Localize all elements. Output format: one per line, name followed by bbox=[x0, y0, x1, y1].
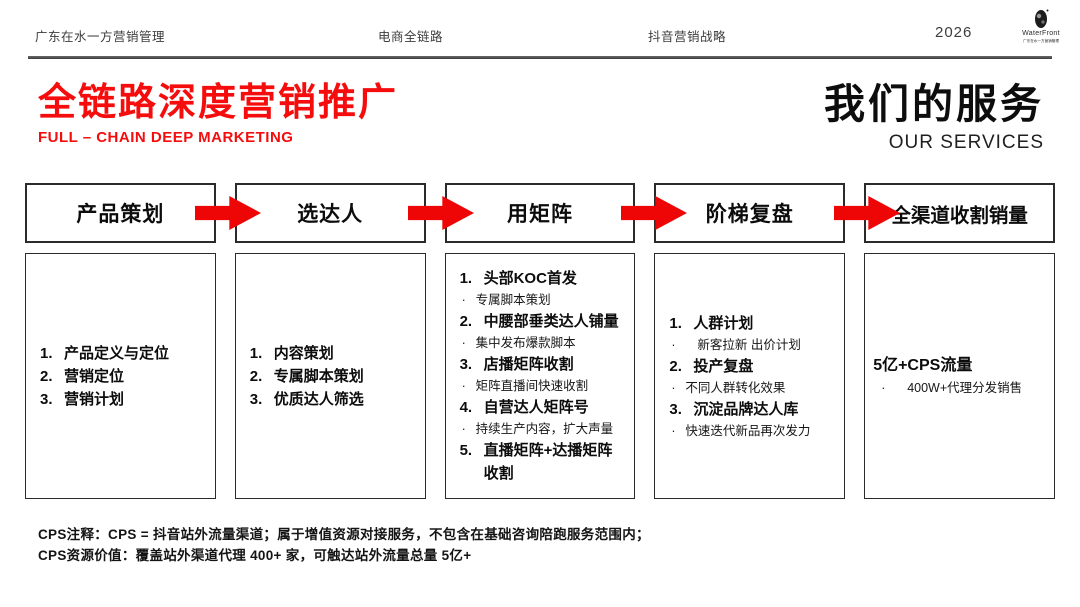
list-item: 2. 中腰部垂类达人铺量 bbox=[459, 313, 619, 330]
stage-body-product-planning: 1. 产品定义与定位 2. 营销定位 3. 营销计划 bbox=[25, 253, 216, 499]
process-flow-bodies: 1. 产品定义与定位 2. 营销定位 3. 营销计划 1. 内容策划 2. 专属… bbox=[25, 253, 1055, 499]
list-item: 1. 内容策划 bbox=[249, 344, 334, 362]
list-subitem: · 专属脚本策划 bbox=[461, 293, 551, 307]
header-topic-douyin: 抖音营销战略 bbox=[648, 30, 727, 44]
list-item: 1. 头部KOC首发 bbox=[459, 270, 577, 287]
footnotes: CPS注释：CPS = 抖音站外流量渠道；属于增值资源对接服务，不包含在基础咨询… bbox=[38, 524, 1050, 566]
company-logo: WaterFront 广东在水一方营销管理 bbox=[1012, 8, 1070, 43]
header-company-name: 广东在水一方营销管理 bbox=[35, 30, 166, 44]
list-item: 2. 专属脚本策划 bbox=[249, 367, 364, 385]
stage-body-select-creators: 1. 内容策划 2. 专属脚本策划 3. 优质达人筛选 bbox=[234, 253, 426, 499]
list-subitem: · 400W+代理分发销售 bbox=[881, 381, 1023, 395]
stage-header-product-planning: 产品策划 bbox=[25, 183, 216, 243]
stage-body-review: 1. 人群计划 · 新客拉新 出价计划 2. 投产复盘 · 不同人群转化效果 3… bbox=[654, 253, 846, 499]
header-topic-ecommerce: 电商全链路 bbox=[378, 30, 444, 44]
list-item: 3. 优质达人筛选 bbox=[249, 390, 364, 408]
services-title: 我们的服务 bbox=[824, 81, 1044, 127]
logo-subtext: 广东在水一方营销管理 bbox=[1023, 38, 1059, 43]
list-item: 3. 沉淀品牌达人库 bbox=[669, 400, 799, 418]
list-item: 2. 投产复盘 bbox=[669, 357, 754, 375]
list-subitem: · 不同人群转化效果 bbox=[671, 380, 786, 395]
stage-body-omnichannel-sales: 5亿+CPS流量 · 400W+代理分发销售 bbox=[864, 253, 1055, 499]
list-item: 5亿+CPS流量 bbox=[873, 357, 973, 374]
stage-body-use-matrix: 1. 头部KOC首发 · 专属脚本策划 2. 中腰部垂类达人铺量 · 集中发布爆… bbox=[444, 253, 636, 499]
list-item: 4. 自营达人矩阵号 bbox=[459, 399, 589, 416]
list-item: 1. 人群计划 bbox=[669, 314, 754, 332]
list-item: 3. 营销计划 bbox=[40, 390, 125, 408]
list-subitem: · 矩阵直播间快速收割 bbox=[461, 379, 589, 393]
footnote-cps-definition: CPS注释：CPS = 抖音站外流量渠道；属于增值资源对接服务，不包含在基础咨询… bbox=[38, 527, 650, 542]
list-item: 5. 直播矩阵+达播矩阵收割 bbox=[459, 442, 613, 482]
waterfront-logo-icon bbox=[1012, 8, 1070, 30]
footnote-cps-value: CPS资源价值：覆盖站外渠道代理 400+ 家，可触达站外流量总量 5亿+ bbox=[38, 548, 472, 563]
header-year: 2026 bbox=[935, 24, 973, 41]
process-flow-headers: 产品策划 选达人 用矩阵 阶梯复盘 全渠道收割销量 bbox=[25, 183, 1055, 243]
list-subitem: · 持续生产内容，扩大声量 bbox=[461, 422, 614, 436]
list-item: 2. 营销定位 bbox=[40, 367, 125, 385]
logo-name: WaterFront bbox=[1022, 30, 1060, 37]
list-subitem: · 快速迭代新品再次发力 bbox=[671, 423, 811, 438]
main-title-block: 全链路深度营销推广 FULL – CHAIN DEEP MARKETING bbox=[38, 80, 398, 154]
list-item: 1. 产品定义与定位 bbox=[40, 344, 170, 362]
services-subtitle: OUR SERVICES bbox=[888, 132, 1044, 153]
list-item: 3. 店播矩阵收割 bbox=[459, 356, 574, 373]
stage-header-select-creators: 选达人 bbox=[234, 183, 426, 243]
header-divider bbox=[28, 56, 1052, 59]
page-title: 全链路深度营销推广 bbox=[38, 82, 399, 124]
title-row: 全链路深度营销推广 FULL – CHAIN DEEP MARKETING 我们… bbox=[38, 80, 1044, 154]
stage-header-use-matrix: 用矩阵 bbox=[444, 183, 636, 243]
page-subtitle: FULL – CHAIN DEEP MARKETING bbox=[38, 129, 294, 146]
list-subitem: · 新客拉新 出价计划 bbox=[671, 337, 801, 352]
services-title-block: 我们的服务 OUR SERVICES bbox=[824, 80, 1044, 154]
list-subitem: · 集中发布爆款脚本 bbox=[461, 336, 576, 350]
top-bar: 广东在水一方营销管理 电商全链路 抖音营销战略 2026 WaterFront … bbox=[0, 0, 1080, 56]
